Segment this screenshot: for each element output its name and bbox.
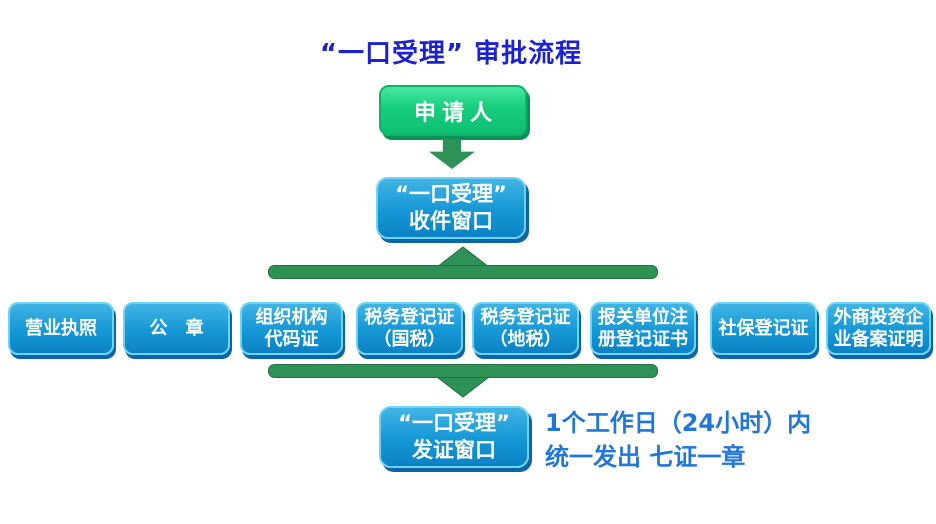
doc-label: 公 章 xyxy=(149,317,204,339)
intake-window-line2: 收件窗口 xyxy=(409,209,493,233)
doc-box-social-insurance: 社保登记证 xyxy=(710,302,817,355)
issuance-window-line1: “一口受理” xyxy=(398,411,510,435)
doc-box-tax-national: 税务登记证 （国税） xyxy=(356,302,463,355)
down-arrow-icon xyxy=(429,139,475,169)
doc-label: 册登记证书 xyxy=(598,328,688,350)
issuance-note-line2: 统一发出 七证一章 xyxy=(545,443,746,471)
doc-label: （国税） xyxy=(373,328,446,350)
converge-connector-icon xyxy=(268,364,658,398)
doc-label: 外商投资企 xyxy=(833,306,924,328)
doc-box-customs-registration: 报关单位注 册登记证书 xyxy=(590,302,696,355)
doc-label: 社保登记证 xyxy=(718,317,809,339)
doc-box-foreign-investment-filing: 外商投资企 业备案证明 xyxy=(826,302,931,355)
issuance-window-line2: 发证窗口 xyxy=(412,438,496,462)
intake-window-line1: “一口受理” xyxy=(395,182,507,206)
doc-box-org-code-cert: 组织机构 代码证 xyxy=(240,302,343,355)
distribute-connector-icon xyxy=(268,246,658,279)
applicant-label: 申请人 xyxy=(413,100,498,126)
doc-label: 营业执照 xyxy=(25,317,97,339)
page-title: “一口受理” 审批流程 xyxy=(319,39,583,69)
doc-label: 税务登记证 xyxy=(480,306,571,328)
doc-label: 组织机构 xyxy=(255,306,328,328)
intake-window-box: “一口受理” 收件窗口 xyxy=(376,177,526,239)
doc-label: 业备案证明 xyxy=(833,328,924,350)
issuance-window-box: “一口受理” 发证窗口 xyxy=(379,406,529,468)
doc-box-tax-local: 税务登记证 （地税） xyxy=(472,302,579,355)
applicant-box: 申请人 xyxy=(379,85,527,136)
issuance-note: 1个工作日（24小时）内 统一发出 七证一章 xyxy=(545,406,811,474)
issuance-note-line1: 1个工作日（24小时）内 xyxy=(545,409,812,437)
doc-label: 代码证 xyxy=(264,328,319,350)
doc-label: 报关单位注 xyxy=(598,306,688,328)
doc-label: 税务登记证 xyxy=(364,306,455,328)
doc-box-official-seal: 公 章 xyxy=(123,302,230,355)
doc-box-business-license: 营业执照 xyxy=(8,302,114,355)
doc-label: （地税） xyxy=(489,328,562,350)
